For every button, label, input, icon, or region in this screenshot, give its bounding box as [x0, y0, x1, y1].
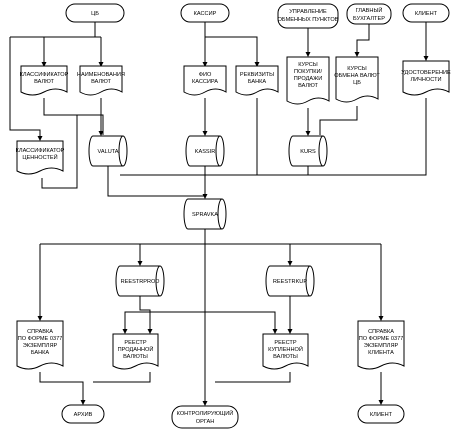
- svg-text:ЦБ: ЦБ: [91, 11, 99, 17]
- svg-text:ВАЛЮТ: ВАЛЮТ: [91, 79, 111, 85]
- svg-text:ЭКЗЕМПЛЯР: ЭКЗЕМПЛЯР: [364, 343, 399, 349]
- svg-text:НАИМЕНОВАНИЯ: НАИМЕНОВАНИЯ: [77, 72, 125, 78]
- svg-text:ВАЛЮТЫ: ВАЛЮТЫ: [123, 354, 148, 360]
- svg-text:ЛИЧНОСТИ: ЛИЧНОСТИ: [410, 77, 441, 83]
- document-values-classifier: КЛАССИФИКАТОР ЦЕННОСТЕЙ: [16, 140, 65, 175]
- svg-text:ОРГАН: ОРГАН: [196, 419, 215, 425]
- svg-text:КОНТРОЛИРУЮЩИЙ: КОНТРОЛИРУЮЩИЙ: [177, 409, 234, 417]
- svg-text:ПО ФОРМЕ 0377: ПО ФОРМЕ 0377: [359, 336, 404, 342]
- svg-text:КЛАССИФИКАТОР: КЛАССИФИКАТОР: [16, 148, 65, 154]
- document-bank-details: РЕКВИЗИТЫ БАНКА: [235, 65, 279, 96]
- svg-text:АРХИВ: АРХИВ: [74, 412, 93, 418]
- svg-text:KASSIR: KASSIR: [195, 149, 216, 155]
- svg-text:ВАЛЮТ: ВАЛЮТ: [298, 83, 318, 89]
- svg-text:КУПЛЕННОЙ: КУПЛЕННОЙ: [268, 345, 303, 353]
- svg-text:ВАЛЮТ: ВАЛЮТ: [34, 79, 54, 85]
- svg-text:СПРАВКА: СПРАВКА: [27, 329, 53, 335]
- document-bank-certificate: СПРАВКА ПО ФОРМЕ 0377 ЭКЗЕМПЛЯР БАНКА: [16, 320, 64, 370]
- svg-text:ОБМЕНА ВАЛЮТ: ОБМЕНА ВАЛЮТ: [334, 73, 380, 79]
- svg-text:БАНКА: БАНКА: [248, 79, 267, 85]
- terminator-client-source: КЛИЕНТ: [402, 3, 450, 23]
- svg-text:ФИО: ФИО: [199, 72, 212, 78]
- svg-text:КУРСЫ: КУРСЫ: [298, 62, 318, 68]
- store-kassir: KASSIR: [185, 135, 225, 167]
- svg-text:ОБМЕННЫХ ПУНКТОВ: ОБМЕННЫХ ПУНКТОВ: [278, 17, 339, 23]
- svg-text:РЕКВИЗИТЫ: РЕКВИЗИТЫ: [240, 72, 274, 78]
- svg-text:VALUTA: VALUTA: [98, 149, 119, 155]
- store-kurs: KURS: [288, 135, 328, 167]
- document-cb-exchange-rates: КУРСЫ ОБМЕНА ВАЛЮТ ЦБ: [334, 56, 380, 103]
- svg-text:БУХГАЛТЕР: БУХГАЛТЕР: [353, 16, 385, 22]
- arrowheads: [37, 52, 429, 406]
- svg-text:УПРАВЛЕНИЕ: УПРАВЛЕНИЕ: [289, 9, 327, 15]
- terminator-archive: АРХИВ: [61, 404, 105, 424]
- svg-text:ЦБ: ЦБ: [353, 80, 361, 86]
- store-reestr-kup: REESTRKUP: [265, 265, 315, 297]
- terminator-cb: ЦБ: [65, 3, 125, 23]
- svg-text:РЕЕСТР: РЕЕСТР: [124, 340, 146, 346]
- svg-text:ВАЛЮТЫ: ВАЛЮТЫ: [273, 354, 298, 360]
- svg-text:КЛИЕНТ: КЛИЕНТ: [370, 412, 393, 418]
- document-cashier-name: ФИО КАССИРА: [183, 65, 227, 96]
- terminator-client-output: КЛИЕНТ: [357, 404, 405, 424]
- svg-text:КАССИР: КАССИР: [194, 11, 217, 17]
- terminator-control-body: КОНТРОЛИРУЮЩИЙ ОРГАН: [171, 405, 239, 429]
- svg-text:ПРОДАННОЙ: ПРОДАННОЙ: [118, 345, 154, 353]
- store-reestr-prod: REESTRPROD: [115, 265, 165, 297]
- svg-text:REESTRPROD: REESTRPROD: [121, 279, 160, 285]
- svg-text:КЛИЕНТ: КЛИЕНТ: [415, 11, 438, 17]
- terminator-exchange-management: УПРАВЛЕНИЕ ОБМЕННЫХ ПУНКТОВ: [277, 3, 339, 29]
- terminator-chief-accountant: ГЛАВНЫЙ БУХГАЛТЕР: [346, 3, 392, 25]
- svg-text:УДОСТОВЕРЕНИЕ: УДОСТОВЕРЕНИЕ: [401, 70, 451, 76]
- svg-text:ГЛАВНЫЙ: ГЛАВНЫЙ: [356, 6, 383, 14]
- svg-text:КЛАССИФИКАТОР: КЛАССИФИКАТОР: [20, 72, 69, 78]
- svg-text:REESTRKUP: REESTRKUP: [273, 279, 307, 285]
- svg-text:ЦЕННОСТЕЙ: ЦЕННОСТЕЙ: [22, 153, 57, 161]
- document-buy-sell-rates: КУРСЫ ПОКУПКИ/ ПРОДАЖИ ВАЛЮТ: [286, 56, 330, 105]
- svg-text:KURS: KURS: [300, 149, 316, 155]
- connector-lines: [9, 22, 427, 405]
- svg-text:СПРАВКА: СПРАВКА: [368, 329, 394, 335]
- svg-text:SPRAVKA: SPRAVKA: [192, 212, 218, 218]
- svg-text:БАНКА: БАНКА: [31, 350, 50, 356]
- svg-text:ПРОДАЖИ: ПРОДАЖИ: [294, 76, 323, 82]
- document-bought-currency-register: РЕЕСТР КУПЛЕННОЙ ВАЛЮТЫ: [262, 333, 309, 370]
- svg-text:ПОКУПКИ/: ПОКУПКИ/: [294, 69, 323, 75]
- svg-text:КУРСЫ: КУРСЫ: [347, 66, 367, 72]
- document-id-card: УДОСТОВЕРЕНИЕ ЛИЧНОСТИ: [401, 60, 451, 96]
- document-sold-currency-register: РЕЕСТР ПРОДАННОЙ ВАЛЮТЫ: [112, 333, 159, 370]
- svg-text:КЛИЕНТА: КЛИЕНТА: [368, 350, 394, 356]
- document-currency-classifier: КЛАССИФИКАТОР ВАЛЮТ: [20, 65, 69, 96]
- svg-text:ПО ФОРМЕ 0377: ПО ФОРМЕ 0377: [18, 336, 63, 342]
- store-spravka: SPRAVKA: [183, 198, 227, 230]
- terminator-cashier: КАССИР: [180, 3, 230, 23]
- svg-text:РЕЕСТР: РЕЕСТР: [274, 340, 296, 346]
- store-valuta: VALUTA: [88, 135, 128, 167]
- document-client-certificate: СПРАВКА ПО ФОРМЕ 0377 ЭКЗЕМПЛЯР КЛИЕНТА: [357, 320, 405, 370]
- svg-text:КАССИРА: КАССИРА: [192, 79, 218, 85]
- document-currency-names: НАИМЕНОВАНИЯ ВАЛЮТ: [77, 65, 125, 96]
- svg-text:ЭКЗЕМПЛЯР: ЭКЗЕМПЛЯР: [23, 343, 58, 349]
